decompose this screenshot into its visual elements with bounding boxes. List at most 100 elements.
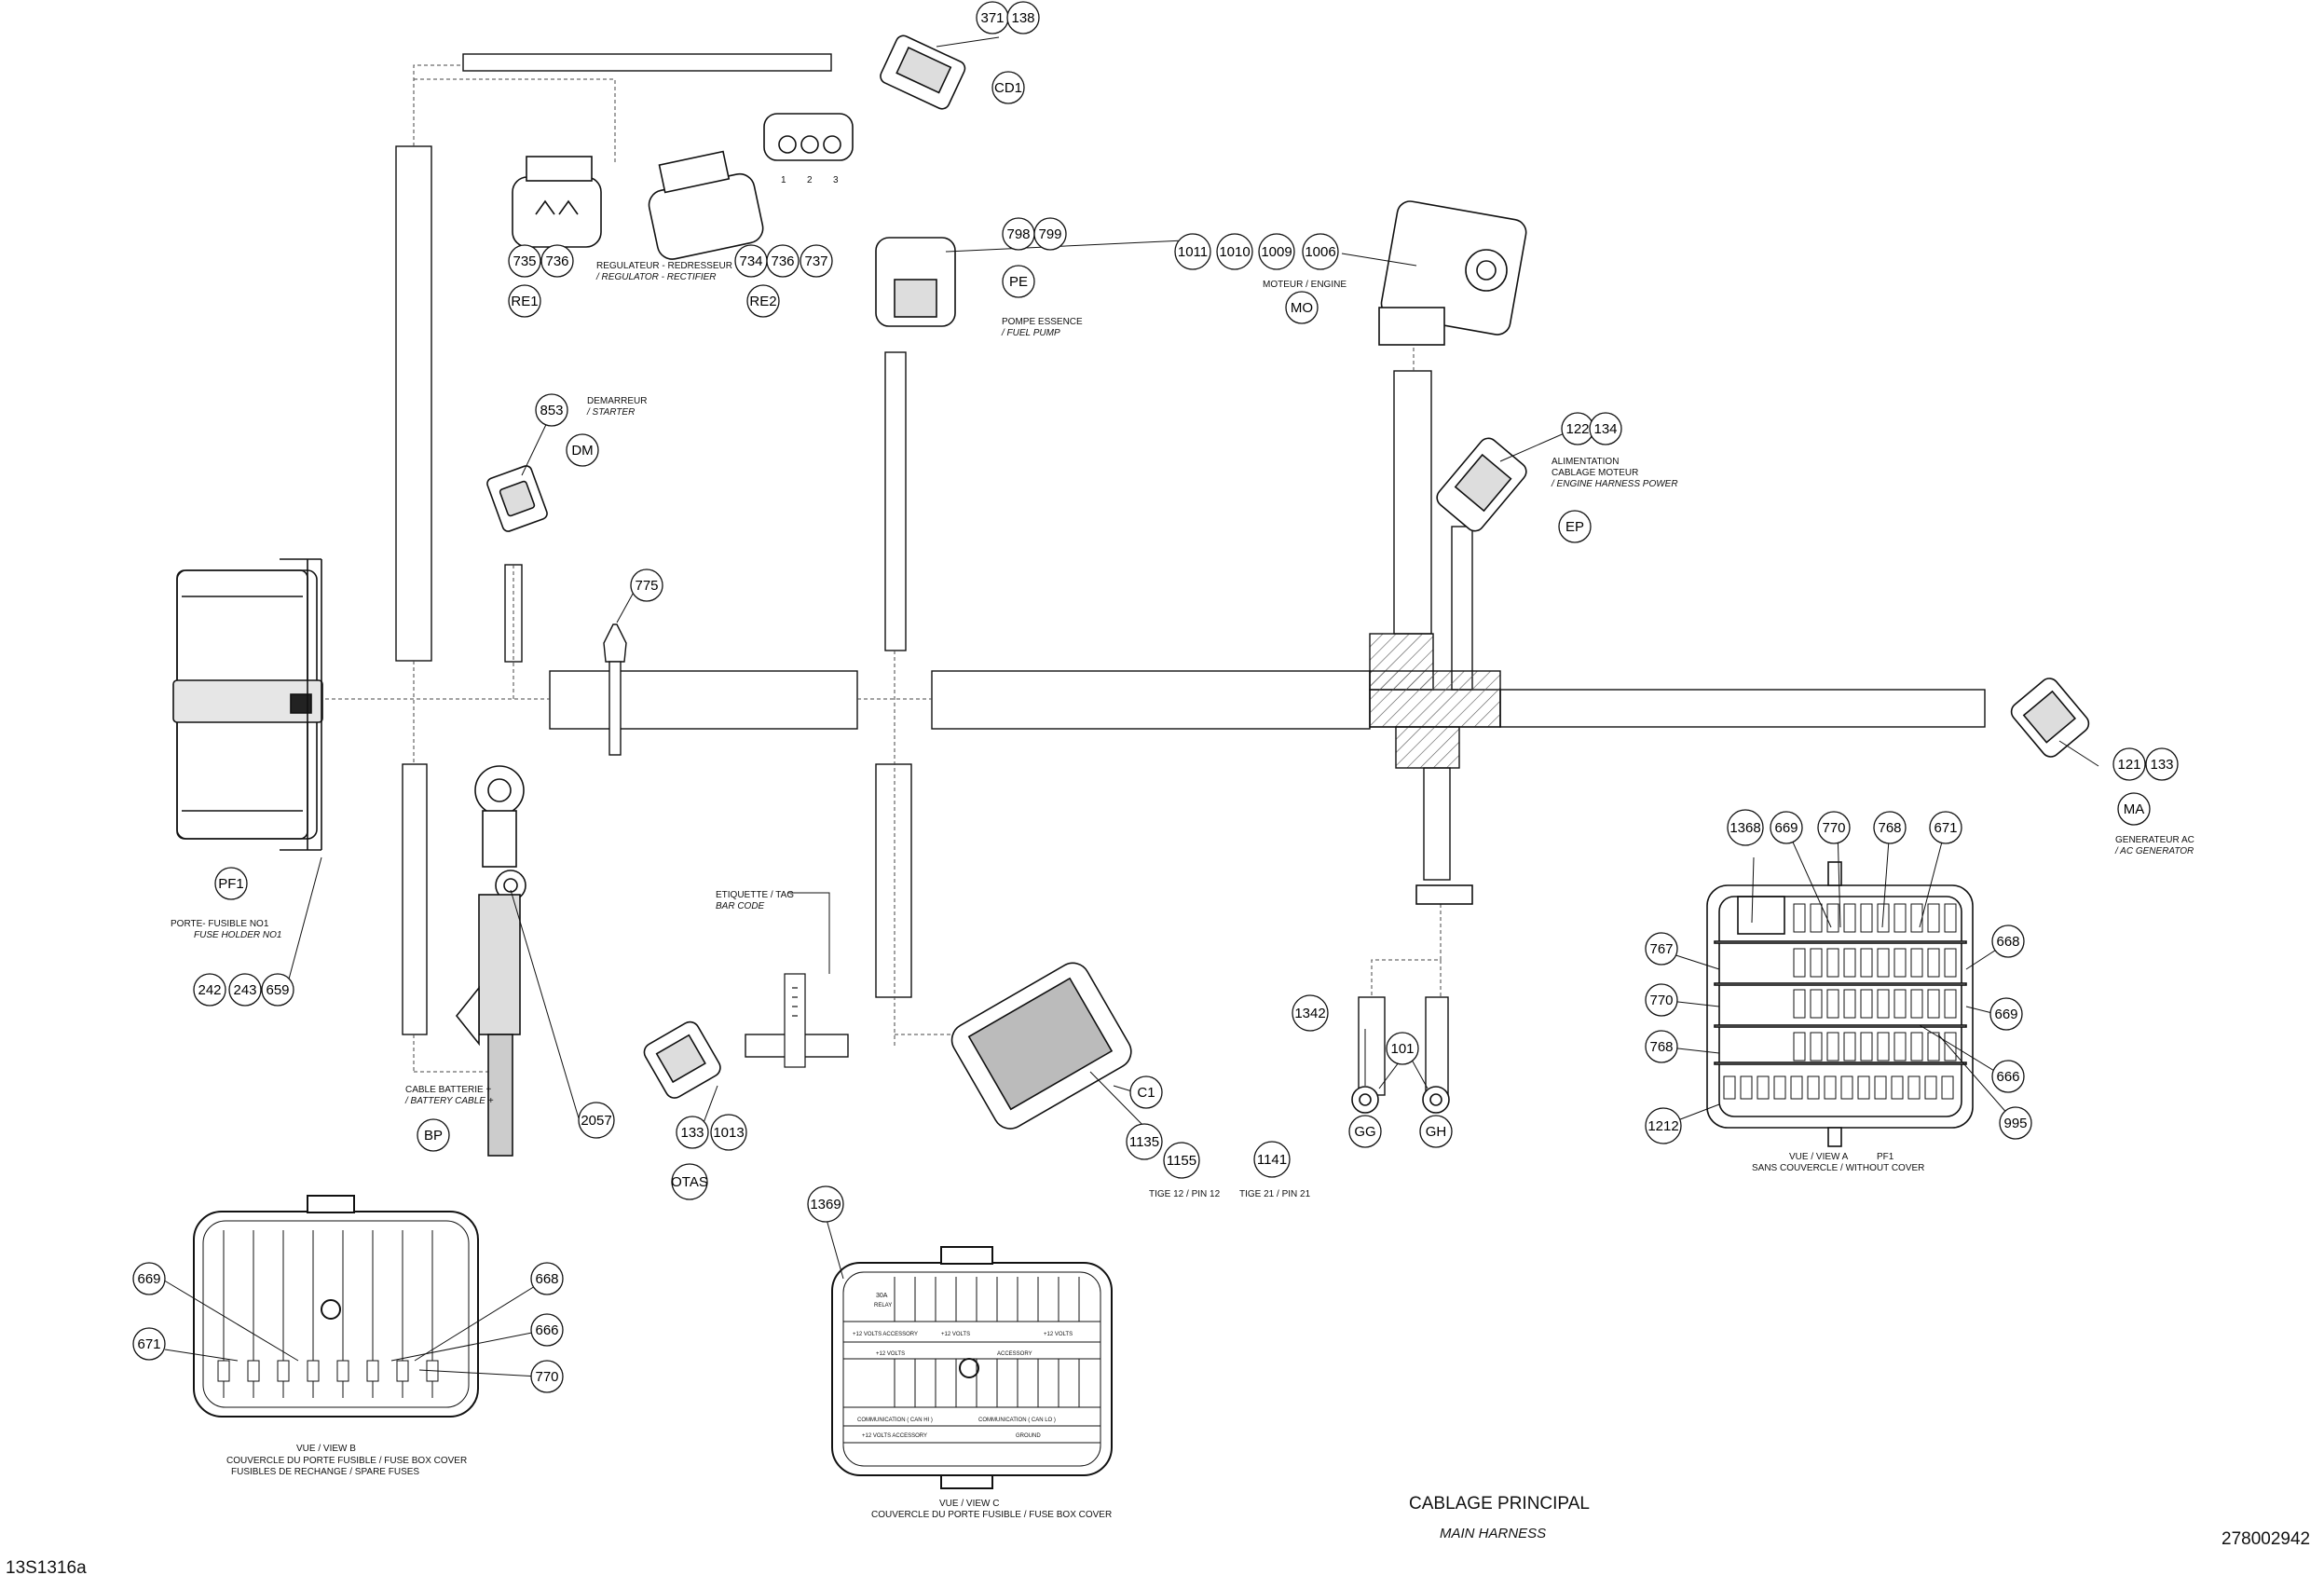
- callout-number: 122: [1565, 421, 1589, 437]
- callout-number: 736: [771, 253, 794, 269]
- callout-a770: 770: [1817, 811, 1851, 844]
- fuse-label: +12 VOLTS: [1044, 1332, 1073, 1337]
- callout-number: 770: [1649, 993, 1673, 1008]
- callout-mo: MO: [1285, 291, 1319, 324]
- callout-c736b: 736: [766, 244, 800, 278]
- callout-re2: RE2: [746, 284, 780, 318]
- fuel-pump-connector: [875, 237, 956, 327]
- callout-c1013: 1013: [710, 1114, 747, 1151]
- callout-number: PE: [1009, 274, 1028, 290]
- tag-label-en: BAR CODE: [716, 901, 765, 911]
- fuse-slot: [1810, 948, 1823, 978]
- view-b-subtitle: COUVERCLE DU PORTE FUSIBLE / FUSE BOX CO…: [226, 1456, 467, 1466]
- callout-c134: 134: [1589, 412, 1622, 445]
- fuse-slot: [1891, 1075, 1904, 1100]
- fuse-slot: [1860, 989, 1873, 1019]
- callout-number: 1155: [1167, 1153, 1196, 1169]
- callout-c1: C1: [1129, 1075, 1163, 1109]
- callout-number: RE2: [749, 294, 776, 309]
- fuse-slot: [1907, 1075, 1921, 1100]
- callout-number: 669: [1994, 1007, 2017, 1022]
- callout-c122: 122: [1561, 412, 1594, 445]
- regulator-connectors: [512, 113, 854, 260]
- callout-number: 138: [1011, 10, 1034, 26]
- fuse-slot: [1944, 948, 1957, 978]
- fuse-slot: [1910, 903, 1923, 933]
- callout-number: 767: [1649, 941, 1673, 957]
- pin-number: 2: [807, 175, 813, 185]
- callout-number: OTAS: [671, 1174, 708, 1190]
- fuse-label: 30A: [876, 1293, 888, 1299]
- fuse-slot: [1927, 1032, 1940, 1062]
- fuse-slot: [1874, 1075, 1887, 1100]
- fuse-slot: [1893, 989, 1907, 1019]
- callout-c121: 121: [2112, 747, 2146, 781]
- callout-c1141: 1141: [1253, 1141, 1291, 1178]
- callout-number: 1010: [1219, 244, 1250, 260]
- battery-label-fr: CABLE BATTERIE +: [405, 1085, 492, 1095]
- fuse-holder-label-fr: PORTE- FUSIBLE NO1: [171, 919, 269, 929]
- fuse-slot: [1877, 989, 1890, 1019]
- callout-c242: 242: [193, 973, 226, 1007]
- callout-number: 1013: [713, 1125, 744, 1141]
- fuse-slot: [1910, 948, 1923, 978]
- regulator-label-en: / REGULATOR - RECTIFIER: [595, 272, 717, 282]
- callout-number: 734: [739, 253, 762, 269]
- fuse-label: ACCESSORY: [997, 1351, 1032, 1357]
- callout-number: 242: [198, 982, 221, 998]
- fuse-slot: [1944, 903, 1957, 933]
- callout-a669b: 669: [1989, 997, 2023, 1031]
- callout-c659: 659: [261, 973, 294, 1007]
- spare-fuse: [366, 1360, 379, 1382]
- spare-fuse: [396, 1360, 409, 1382]
- callout-c1369: 1369: [807, 1185, 844, 1223]
- callout-number: 668: [535, 1271, 558, 1287]
- tag-775: [603, 623, 627, 756]
- callout-a995: 995: [1999, 1106, 2032, 1140]
- battery-label-en: / BATTERY CABLE +: [404, 1096, 494, 1106]
- view-b-ribs: [217, 1230, 439, 1398]
- callout-number: 666: [1996, 1069, 2019, 1085]
- doc-number: 278002942: [2221, 1529, 2310, 1549]
- generator-label-fr: GENERATEUR AC: [2115, 835, 2194, 845]
- callout-number: 736: [545, 253, 568, 269]
- view-c-subtitle: COUVERCLE DU PORTE FUSIBLE / FUSE BOX CO…: [871, 1510, 1112, 1520]
- c1-connector: [950, 962, 1132, 1130]
- starter-label-en: / STARTER: [586, 407, 635, 418]
- fuse-slot: [1857, 1075, 1870, 1100]
- callout-number: GH: [1426, 1124, 1447, 1140]
- callout-number: 133: [680, 1125, 704, 1141]
- callout-a671: 671: [1929, 811, 1962, 844]
- callout-number: 1369: [810, 1197, 841, 1212]
- callout-c735: 735: [508, 244, 541, 278]
- callout-dm: DM: [566, 433, 599, 467]
- leader-lines: [160, 36, 2099, 1377]
- view-b-cover: [193, 1195, 479, 1418]
- fuse-label: +12 VOLTS ACCESSORY: [862, 1433, 927, 1439]
- callout-number: 1212: [1647, 1118, 1678, 1134]
- fuse-label: RELAY: [874, 1303, 892, 1308]
- callout-c133a: 133: [2145, 747, 2179, 781]
- callout-c133b: 133: [676, 1116, 709, 1149]
- fuse-label: GROUND: [1016, 1433, 1041, 1439]
- fuel-pump-label-fr: POMPE ESSENCE: [1002, 317, 1083, 327]
- bar-code-tag: [784, 973, 806, 1068]
- fuse-slot: [1840, 1075, 1853, 1100]
- view-b-subtitle: FUSIBLES DE RECHANGE / SPARE FUSES: [231, 1467, 419, 1477]
- fuse-label: COMMUNICATION ( CAN HI ): [857, 1418, 933, 1423]
- fuse-slot: [1773, 1075, 1786, 1100]
- fuse-label: +12 VOLTS: [941, 1332, 970, 1337]
- fuse-slot: [1826, 989, 1839, 1019]
- callout-a1212: 1212: [1645, 1107, 1682, 1144]
- fuse-slot: [1826, 903, 1839, 933]
- cd1-connector: [880, 34, 966, 110]
- callout-number: 669: [137, 1271, 160, 1287]
- harness-trunks: [395, 53, 1986, 1096]
- callout-number: 2057: [581, 1113, 611, 1129]
- fuse-slot: [1860, 948, 1873, 978]
- labels: 1 2 3 REGULATEUR - REDRESSEUR / REGULATO…: [6, 175, 2310, 1578]
- callout-gg: GG: [1348, 1115, 1382, 1148]
- fuse-slot: [1810, 989, 1823, 1019]
